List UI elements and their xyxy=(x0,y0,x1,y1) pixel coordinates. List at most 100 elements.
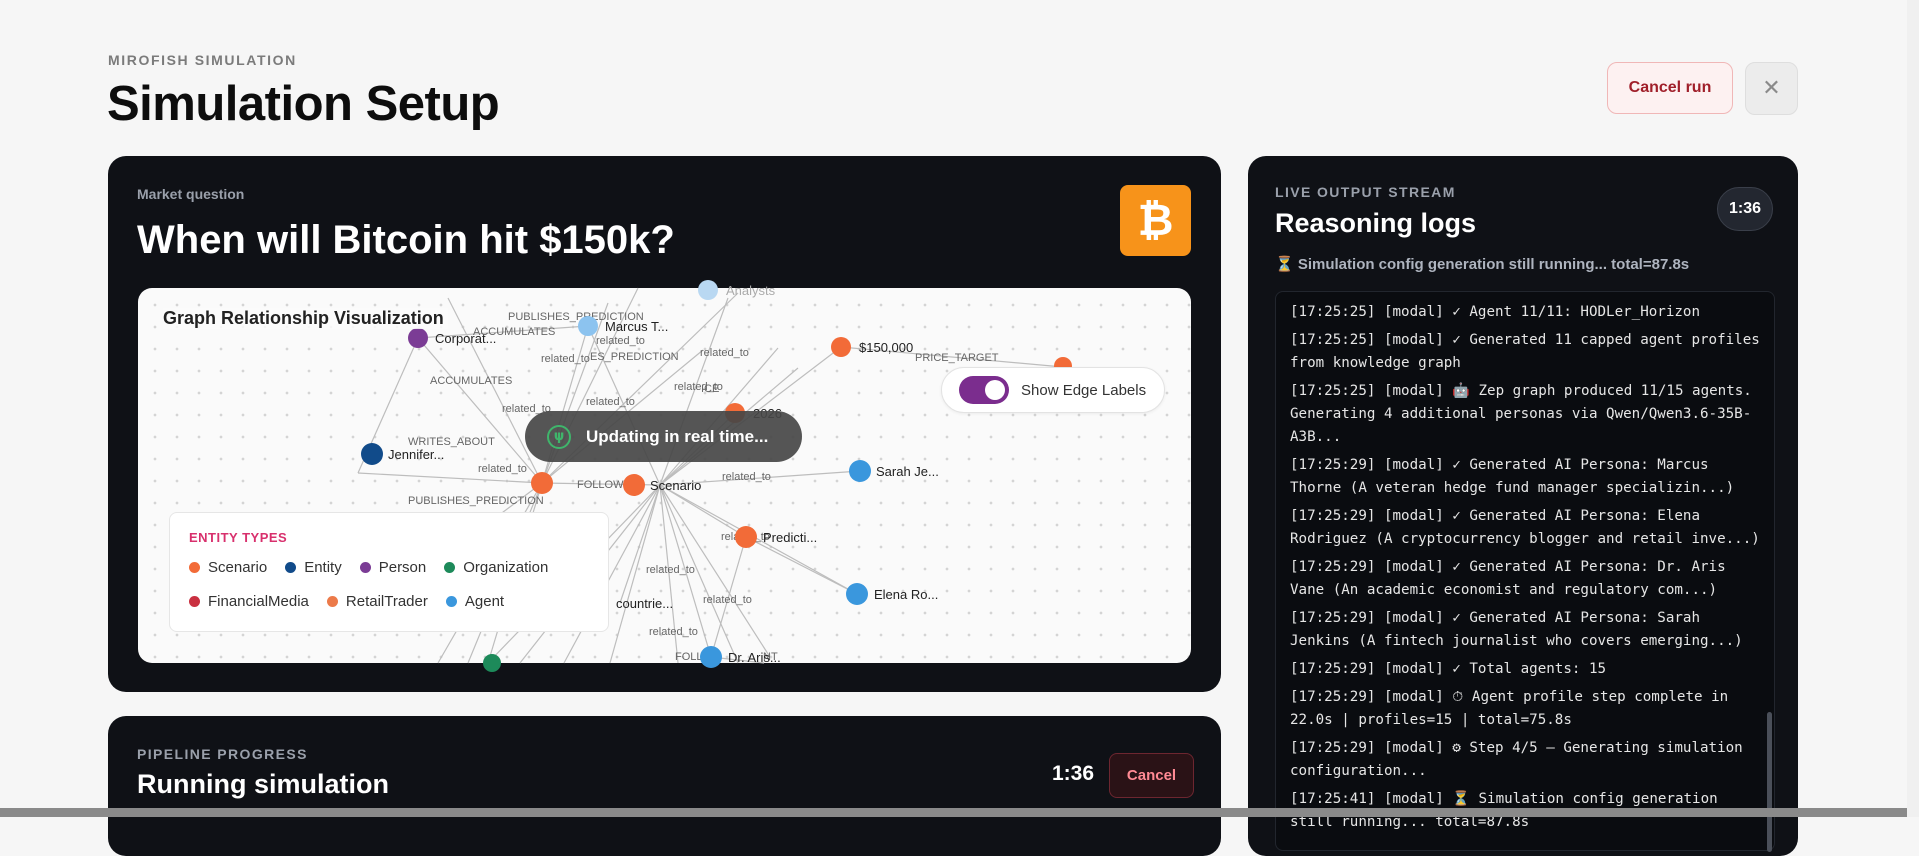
log-line: [17:25:29] [modal] ✓ Generated AI Person… xyxy=(1290,609,1743,650)
graph-svg[interactable]: PUBLISHES_PREDICTION ACCUMULATES ACCUMUL… xyxy=(138,280,1191,672)
legend-label: Scenario xyxy=(208,559,268,576)
graph-title: Graph Relationship Visualization xyxy=(163,308,448,329)
close-icon: ✕ xyxy=(1762,76,1781,101)
pipeline-label: PIPELINE PROGRESS xyxy=(137,746,308,762)
toggle-switch[interactable] xyxy=(959,376,1009,404)
graph-node[interactable] xyxy=(698,280,718,300)
graph-node[interactable] xyxy=(361,443,383,465)
edge-label: related_to xyxy=(646,564,695,576)
log-line: [17:25:25] [modal] ✓ Agent 11/11: HODLer… xyxy=(1290,304,1700,320)
edge-label: ES_PREDICTION xyxy=(590,351,679,363)
edge-label: WRITES_ABOUT xyxy=(408,436,495,448)
graph-edge xyxy=(417,337,543,484)
edge-label: related_to xyxy=(700,347,749,359)
entity-legend: ENTITY TYPES Scenario Entity Person Organiz… xyxy=(169,512,609,632)
graph-node[interactable] xyxy=(700,646,722,668)
graph-edge xyxy=(840,346,1075,369)
log-scrollbar[interactable] xyxy=(1767,712,1772,852)
legend-dot xyxy=(189,562,200,573)
graph-node[interactable] xyxy=(483,654,501,672)
pipeline-card: PIPELINE PROGRESS Running simulation 1:3… xyxy=(108,716,1221,856)
legend-dot xyxy=(359,562,371,573)
log-output[interactable]: [17:25:25] [modal] ✓ Agent 11/11: HODLer… xyxy=(1275,291,1775,852)
close-button[interactable]: ✕ xyxy=(1745,62,1798,115)
logs-title: Reasoning logs xyxy=(1275,208,1477,238)
legend-title: ENTITY TYPES xyxy=(189,530,288,545)
edge-label: NT xyxy=(763,651,778,663)
legend-item: Entity xyxy=(285,559,342,576)
legend-item: Organization xyxy=(444,559,548,576)
log-line: [17:25:41] [modal] ⏳ Simulation config g… xyxy=(1290,790,1727,830)
node-label: countrie... xyxy=(616,596,673,611)
graph-node[interactable] xyxy=(735,526,757,548)
pipeline-timer: 1:36 xyxy=(1052,762,1095,785)
graph-edge xyxy=(659,484,771,658)
log-line: [17:25:29] [modal] ✓ Generated AI Person… xyxy=(1290,558,1735,599)
graph-edge xyxy=(745,536,858,595)
graph-canvas[interactable]: PUBLISHES_PREDICTION ACCUMULATES ACCUMUL… xyxy=(138,280,1191,672)
graph-node[interactable] xyxy=(578,316,598,336)
edge-label: related_to xyxy=(586,396,635,408)
updating-indicator: ψ Updating in real time... xyxy=(525,411,802,462)
graph-node[interactable] xyxy=(623,474,645,496)
node-label: Predicti... xyxy=(763,530,817,545)
node-label: Scenario xyxy=(650,478,701,493)
edge-label: related_to xyxy=(722,471,771,483)
logs-status: ⏳ Simulation config generation still run… xyxy=(1275,256,1690,273)
graph-node[interactable] xyxy=(846,583,868,605)
edge-label: related_to xyxy=(478,463,527,475)
logs-label: LIVE OUTPUT STREAM xyxy=(1275,184,1456,200)
legend-item: Person xyxy=(359,559,427,576)
graph-edge xyxy=(417,325,589,339)
market-question-title: When will Bitcoin hit $150k? xyxy=(137,218,675,262)
legend-item: RetailTrader xyxy=(326,593,428,610)
edge-label: PUBLISHES_PREDICTION xyxy=(408,495,544,507)
market-question-label: Market question xyxy=(137,186,245,202)
show-edge-labels-toggle[interactable]: Show Edge Labels xyxy=(941,367,1165,413)
graph-edge xyxy=(710,536,747,658)
graph-edge xyxy=(659,484,747,538)
bottom-bar xyxy=(0,808,1919,817)
edge-label: related_to xyxy=(596,335,645,347)
log-line: [17:25:29] [modal] ✓ Generated AI Person… xyxy=(1290,456,1735,497)
graph-node[interactable] xyxy=(849,460,871,482)
cancel-run-button[interactable]: Cancel run xyxy=(1607,62,1733,114)
edge-label: related_to xyxy=(703,594,752,606)
log-line: [17:25:25] [modal] ✓ Generated 11 capped… xyxy=(1290,331,1769,371)
edge-label: FOLL xyxy=(675,651,703,663)
legend-item: FinancialMedia xyxy=(189,593,309,610)
graph-edge xyxy=(619,484,661,604)
pipeline-title: Running simulation xyxy=(137,769,389,799)
page-scrollbar[interactable] xyxy=(1907,0,1919,817)
edge-label: related_to xyxy=(674,381,723,393)
graph-node[interactable] xyxy=(531,472,553,494)
graph-node[interactable] xyxy=(831,337,851,357)
node-label: Sarah Je... xyxy=(876,464,939,479)
edge-label: PUBLISHES_PREDICTION xyxy=(508,311,644,323)
graph-edge xyxy=(659,484,712,658)
node-label: $150,000 xyxy=(859,340,913,355)
updating-label: Updating in real time... xyxy=(586,426,769,446)
pipeline-cancel-button[interactable]: Cancel xyxy=(1109,753,1194,798)
market-card: Market question When will Bitcoin hit $1… xyxy=(108,156,1221,692)
legend-label: Organization xyxy=(463,559,549,576)
edge-label: ICE xyxy=(701,383,719,395)
edge-label: FOLLOW xyxy=(577,479,624,491)
log-line: [17:25:29] [modal] ✓ Generated AI Person… xyxy=(1290,507,1760,548)
log-line: [17:25:29] [modal] ⏱ Agent profile step … xyxy=(1290,688,1737,728)
edge-label: ACCUMULATES xyxy=(473,326,555,338)
edge-label: ACCUMULATES xyxy=(430,375,512,387)
legend-label: Person xyxy=(378,559,427,576)
logs-timer: 1:36 xyxy=(1717,187,1773,231)
graph-edge xyxy=(659,484,739,664)
log-line: [17:25:29] [modal] ⚙ Step 4/5 — Generati… xyxy=(1290,739,1752,779)
legend-dot xyxy=(445,596,457,607)
brain-icon: ψ xyxy=(547,424,571,449)
legend-dot xyxy=(189,596,200,607)
node-label: Corporat... xyxy=(435,331,496,346)
log-line: [17:25:29] [modal] ✓ Total agents: 15 xyxy=(1290,660,1607,677)
log-line: [17:25:25] [modal] 🤖 Zep graph produced … xyxy=(1290,382,1761,446)
graph-node[interactable] xyxy=(408,328,428,348)
page-eyebrow: MIROFISH SIMULATION xyxy=(108,52,297,68)
